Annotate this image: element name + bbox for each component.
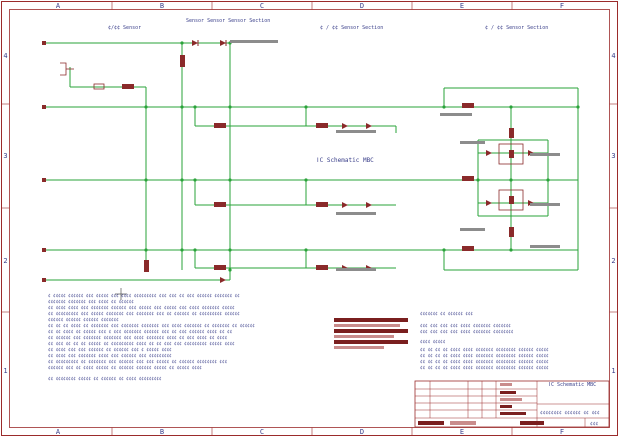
resistor-vertical bbox=[509, 227, 514, 237]
diode bbox=[366, 123, 372, 129]
diode bbox=[366, 202, 372, 208]
cursor-crosshair-icon bbox=[115, 288, 127, 300]
led bbox=[342, 123, 348, 129]
transistor-block bbox=[498, 143, 524, 165]
note-line: ¢¢ ¢¢¢¢¢¢¢¢ ¢¢¢¢¢ ¢¢ ¢¢¢¢¢¢ ¢¢ ¢¢¢¢ ¢¢¢¢… bbox=[48, 376, 162, 381]
connector-pin bbox=[42, 278, 46, 282]
resistor bbox=[316, 202, 328, 207]
inner-frame bbox=[9, 9, 610, 428]
note-line: ¢¢ ¢¢¢¢¢¢ ¢¢¢ ¢¢¢¢¢¢¢ ¢¢¢¢¢¢¢ ¢¢¢ ¢¢¢¢ ¢… bbox=[48, 335, 227, 340]
note-line: ¢¢¢¢¢¢ ¢¢¢¢¢¢ ¢¢¢¢¢¢ ¢¢¢¢¢¢¢ bbox=[48, 317, 119, 322]
legend-row: ¢¢ ¢¢ ¢¢ ¢¢ ¢¢¢¢ ¢¢¢¢ ¢¢¢¢¢¢¢ ¢¢¢¢¢¢¢¢ ¢… bbox=[420, 359, 549, 364]
row-label-3-right: 3 bbox=[611, 152, 615, 160]
legend-row: ¢¢¢¢ ¢¢¢¢¢ bbox=[420, 339, 446, 344]
note-line: ¢¢¢¢¢¢¢ ¢¢¢¢¢¢¢ ¢¢¢ ¢¢¢¢ ¢¢ ¢¢¢¢¢¢ bbox=[48, 299, 134, 304]
note-line: ¢¢ ¢¢¢¢ ¢¢¢¢ ¢¢¢ ¢¢¢¢¢¢¢ ¢¢¢¢¢¢ ¢¢¢ ¢¢¢¢… bbox=[48, 305, 235, 310]
components bbox=[42, 40, 534, 283]
legend-block: ¢¢¢¢¢¢¢ ¢¢ ¢¢¢¢¢¢ ¢¢¢ ¢¢¢ ¢¢¢ ¢¢¢ ¢¢¢ ¢¢… bbox=[420, 311, 549, 370]
note-line: ¢¢ ¢¢ ¢¢ ¢¢¢¢ ¢¢ ¢¢¢¢¢¢¢ ¢¢¢ ¢¢¢¢¢¢¢ ¢¢¢… bbox=[48, 323, 255, 328]
transistor-block bbox=[498, 189, 524, 211]
resistor bbox=[316, 123, 328, 128]
resistor bbox=[462, 103, 474, 108]
column-label-e-bottom: E bbox=[460, 428, 464, 436]
row-label-4: 4 bbox=[3, 52, 7, 60]
diode bbox=[220, 277, 226, 283]
junctions bbox=[144, 41, 580, 272]
led bbox=[486, 150, 492, 156]
resistor bbox=[122, 84, 134, 89]
resistor bbox=[93, 83, 105, 90]
legend-row: ¢¢ ¢¢ ¢¢ ¢¢ ¢¢¢¢ ¢¢¢¢ ¢¢¢¢¢¢¢ ¢¢¢¢¢¢¢¢ ¢… bbox=[420, 347, 549, 352]
column-label-e: E bbox=[460, 2, 464, 10]
resistor bbox=[316, 265, 328, 270]
legend-row: ¢¢¢ ¢¢¢ ¢¢¢ ¢¢¢ ¢¢¢¢ ¢¢¢¢¢¢¢ ¢¢¢¢¢¢¢¢ bbox=[420, 329, 514, 334]
legend-row: ¢¢¢ ¢¢¢ ¢¢¢ ¢¢¢ ¢¢¢¢ ¢¢¢¢¢¢¢ ¢¢¢¢¢¢¢ bbox=[420, 323, 511, 328]
column-label-c-bottom: C bbox=[260, 428, 264, 436]
led bbox=[486, 200, 492, 206]
resistor bbox=[214, 265, 226, 270]
title-block: ǀC Schematic MBC ¢¢¢¢¢¢¢¢ ¢¢¢¢¢¢ ¢¢ ¢¢¢ … bbox=[414, 380, 610, 428]
column-label-f-bottom: F bbox=[560, 428, 564, 436]
row-label-4-right: 4 bbox=[611, 52, 615, 60]
section-title-3: ¢ / ¢¢ Sensor Section bbox=[320, 25, 383, 31]
legend-row: ¢¢ ¢¢ ¢¢ ¢¢ ¢¢¢¢ ¢¢¢¢ ¢¢¢¢¢¢¢ ¢¢¢¢¢¢¢¢ ¢… bbox=[420, 365, 549, 370]
column-label-c: C bbox=[260, 2, 264, 10]
note-line: ¢¢¢¢¢¢ ¢¢¢ ¢¢ ¢¢¢¢ ¢¢¢¢¢ ¢¢ ¢¢¢¢¢¢ ¢¢¢¢¢… bbox=[48, 365, 202, 370]
row-label-1-right: 1 bbox=[611, 367, 615, 375]
notes-block: ¢ ¢¢¢¢¢ ¢¢¢¢¢¢ ¢¢¢ ¢¢¢¢¢ ¢¢¢ ¢¢¢¢ ¢¢¢¢¢¢… bbox=[48, 293, 255, 381]
led bbox=[220, 40, 226, 46]
row-label-2: 2 bbox=[3, 257, 7, 265]
wires bbox=[46, 42, 579, 281]
switch-symbol bbox=[60, 62, 67, 76]
resistor bbox=[462, 176, 474, 181]
row-label-2-right: 2 bbox=[611, 257, 615, 265]
resistor-vertical bbox=[509, 150, 514, 158]
resistor bbox=[214, 123, 226, 128]
column-label-f: F bbox=[560, 2, 564, 10]
column-label-a: A bbox=[56, 2, 61, 10]
note-line: ¢¢ ¢¢¢¢¢¢¢¢¢ ¢¢¢ ¢¢¢¢¢ ¢¢¢¢¢¢¢ ¢¢¢ ¢¢¢¢¢… bbox=[48, 311, 240, 316]
row-label-1: 1 bbox=[3, 367, 7, 375]
title-block-doc-number: ¢¢¢¢¢¢¢¢ ¢¢¢¢¢¢ ¢¢ ¢¢¢ bbox=[540, 410, 600, 416]
note-line: ¢¢ ¢¢¢¢ ¢¢¢ ¢¢¢ ¢¢¢¢¢¢ ¢¢ ¢¢¢¢¢¢ ¢¢¢ ¢ ¢… bbox=[48, 347, 172, 352]
resistor-vertical bbox=[509, 196, 514, 204]
connector-pin bbox=[42, 105, 46, 109]
section-title-2: Sensor Sensor Sensor Section bbox=[186, 18, 270, 24]
value-placeholders bbox=[230, 40, 560, 271]
resistor-vertical bbox=[144, 260, 149, 272]
column-label-a-bottom: A bbox=[56, 428, 61, 436]
frame-row-labels: 4 3 2 1 4 3 2 1 bbox=[3, 52, 615, 375]
note-line: ¢¢ ¢¢ ¢¢¢¢ ¢¢ ¢¢¢¢¢ ¢¢¢ ¢ ¢¢¢ ¢¢¢¢¢¢¢ ¢¢… bbox=[48, 329, 233, 334]
diode bbox=[192, 40, 198, 46]
led bbox=[342, 202, 348, 208]
resistor bbox=[214, 202, 226, 207]
connector-pin bbox=[42, 178, 46, 182]
title-block-sheet: ¢¢¢ bbox=[590, 421, 598, 427]
column-label-d-bottom: D bbox=[360, 428, 364, 436]
note-line: ¢¢ ¢¢¢ ¢¢ ¢¢ ¢¢ ¢¢¢¢¢ ¢¢ ¢¢¢¢¢¢¢¢¢ ¢¢¢¢ … bbox=[48, 341, 235, 346]
connector-pin bbox=[42, 248, 46, 252]
legend-row: ¢¢ ¢¢ ¢¢ ¢¢ ¢¢¢¢ ¢¢¢¢ ¢¢¢¢¢¢¢ ¢¢¢¢¢¢¢¢ ¢… bbox=[420, 353, 549, 358]
row-label-3: 3 bbox=[3, 152, 7, 160]
section-title-1: ¢/¢¢ Sensor bbox=[108, 25, 141, 31]
column-label-b: B bbox=[160, 2, 164, 10]
section-title-4: ¢ / ¢¢ Sensor Section bbox=[485, 25, 548, 31]
schematic-center-label: ǀC Schematic MBC bbox=[316, 157, 374, 164]
legend-title: ¢¢¢¢¢¢¢ ¢¢ ¢¢¢¢¢¢ ¢¢¢ bbox=[420, 311, 473, 316]
note-line: ¢ ¢¢¢¢¢ ¢¢¢¢¢¢ ¢¢¢ ¢¢¢¢¢ ¢¢¢ ¢¢¢¢ ¢¢¢¢¢¢… bbox=[48, 293, 240, 298]
frame-column-labels: A B C D E F A B C D E F bbox=[56, 2, 564, 436]
bar-graphic bbox=[334, 318, 408, 349]
note-line: ¢¢ ¢¢¢¢ ¢¢¢ ¢¢¢¢¢¢¢ ¢¢¢¢ ¢¢¢ ¢¢¢¢¢¢ ¢¢¢ … bbox=[48, 353, 172, 358]
resistor-vertical bbox=[180, 55, 185, 67]
note-line: ¢¢ ¢¢¢¢¢¢¢¢¢ ¢¢ ¢¢¢¢¢¢¢ ¢¢¢ ¢¢¢¢¢¢ ¢¢¢ ¢… bbox=[48, 359, 227, 364]
column-label-d: D bbox=[360, 2, 364, 10]
resistor bbox=[462, 246, 474, 251]
column-label-b-bottom: B bbox=[160, 428, 164, 436]
connector-pin bbox=[42, 41, 46, 45]
title-block-title: ǀC Schematic MBC bbox=[548, 382, 596, 388]
resistor-vertical bbox=[509, 128, 514, 138]
